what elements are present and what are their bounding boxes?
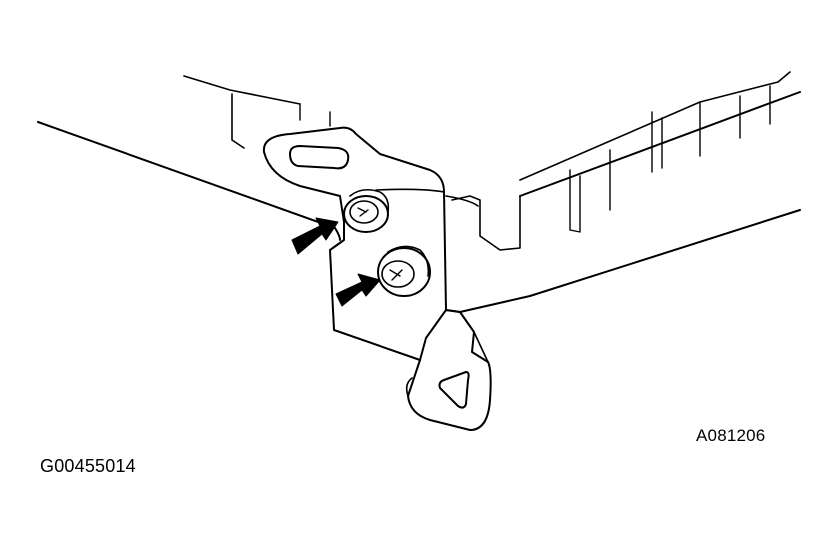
upper-bolt-arrow [291, 217, 339, 255]
upper-bolt [343, 188, 390, 233]
lower-bolt-arrow [335, 273, 381, 307]
component-housing [37, 71, 801, 313]
lower-bolt [377, 245, 431, 297]
mounting-bracket [262, 126, 492, 431]
figure-reference-code: A081206 [696, 426, 766, 445]
image-reference-code: G00455014 [40, 456, 136, 476]
